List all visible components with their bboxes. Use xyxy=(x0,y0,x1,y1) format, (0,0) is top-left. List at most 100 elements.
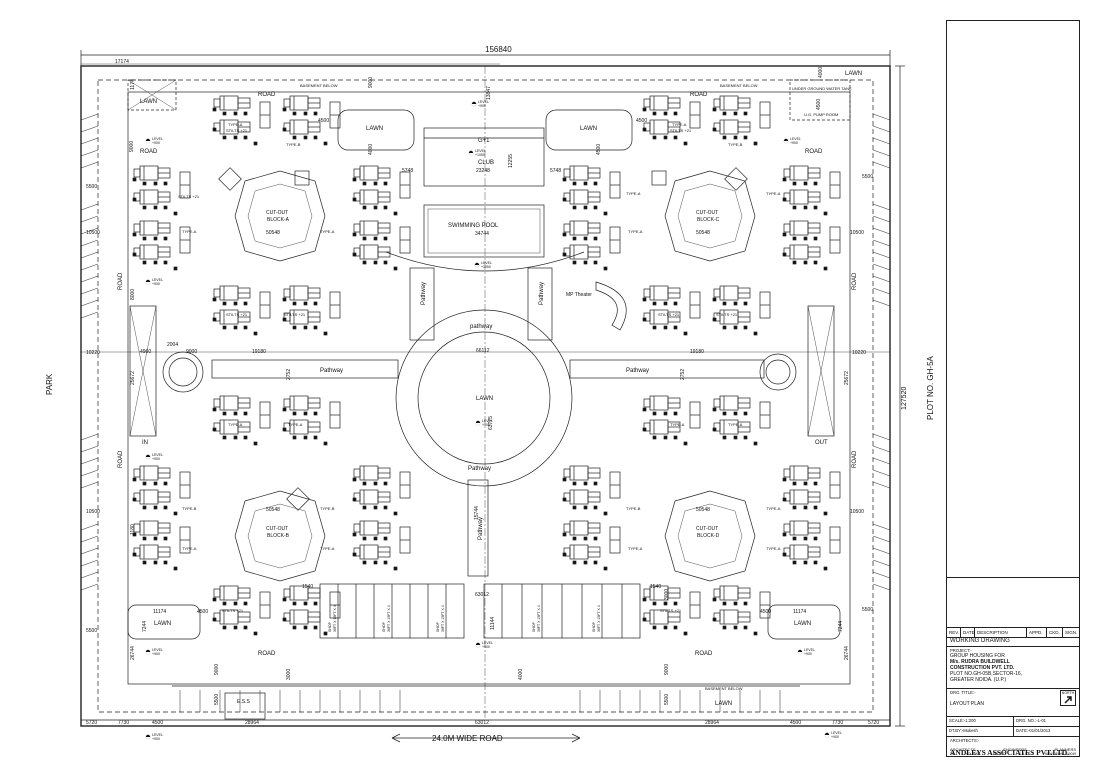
dim-left-top: 17174 xyxy=(115,59,129,65)
svg-text:4000: 4000 xyxy=(818,67,824,78)
ug-pump-label: U.G. PUMP ROOM xyxy=(804,112,838,117)
svg-text:36FT X 15FT X 4: 36FT X 15FT X 4 xyxy=(387,605,391,632)
svg-text:4500: 4500 xyxy=(152,720,163,726)
dim-66112: 66112 xyxy=(476,348,490,354)
role-architects: ARCHITECTS xyxy=(950,747,976,752)
ug-tank-label: UNDER GROUND WATER TANK xyxy=(792,86,852,91)
right-dimension-line xyxy=(895,65,905,727)
block-d-dim: 50548 xyxy=(696,507,710,513)
svg-text:SHOP: SHOP xyxy=(382,621,386,632)
dim-2004: 2004 xyxy=(167,342,178,348)
svg-text:LEVEL: LEVEL xyxy=(475,149,486,153)
svg-text:36FT X 15FT X 4: 36FT X 15FT X 4 xyxy=(441,605,445,632)
mp-theater xyxy=(595,281,627,331)
lawn-bl-label: LAWN xyxy=(154,621,171,627)
cut-out-d: CUT-OUT xyxy=(696,526,718,532)
lawn-top-left xyxy=(127,79,177,111)
block-a-top-left: CUT-OUT BLOCK-A 50548 xyxy=(133,96,410,335)
svg-text:STILTS +21: STILTS +21 xyxy=(226,312,248,317)
appd-col: APPD. xyxy=(1027,628,1047,637)
dim-4500-l: 4500 xyxy=(318,118,329,124)
svg-text:+900: +900 xyxy=(790,141,798,145)
svg-text:5500: 5500 xyxy=(862,174,873,180)
svg-text:TYPE-A: TYPE-A xyxy=(626,191,641,196)
svg-text:26744: 26744 xyxy=(130,646,136,660)
dim-2752-l: 2752 xyxy=(286,369,292,380)
svg-text:36FT X 15FT X 4: 36FT X 15FT X 4 xyxy=(597,605,601,632)
drg-no: DRG. NO.:-L-01 xyxy=(1016,718,1047,723)
parking-right xyxy=(872,113,891,591)
pathway-horizontal-left xyxy=(211,359,399,379)
svg-text:25672: 25672 xyxy=(844,371,850,385)
central-circle-outer xyxy=(395,309,573,487)
lawn-bl-dim2: 4500 xyxy=(197,609,208,615)
project-line-4: PLOT NO.GH-05B,SECTOR-16, xyxy=(950,671,1023,677)
svg-text:+1050: +1050 xyxy=(475,153,485,157)
ess-label: E.S.S xyxy=(237,699,250,705)
dim-4960: 4960 xyxy=(140,349,151,355)
club-dim: 23248 xyxy=(476,168,490,174)
gate-out-label: OUT xyxy=(815,440,828,446)
svg-text:5500: 5500 xyxy=(664,694,670,705)
svg-text:4000: 4000 xyxy=(518,669,524,680)
dim-63775: 63775 xyxy=(488,416,494,430)
svg-text:TYPE-A: TYPE-A xyxy=(228,122,243,127)
block-a-label: BLOCK-A xyxy=(267,217,290,223)
wide-road-arrow xyxy=(391,733,581,743)
svg-text:TYPE-B: TYPE-B xyxy=(182,506,197,511)
svg-text:TYPE-A: TYPE-A xyxy=(228,422,243,427)
dim-5748-r: 5748 xyxy=(550,168,561,174)
svg-text:SHOP: SHOP xyxy=(436,621,440,632)
project-line-2: M/s. RUDRA BUILDWELL xyxy=(950,659,1010,665)
svg-text:4500: 4500 xyxy=(816,99,822,110)
project-section: PROJECT:- GROUP HOUSING FOR M/s. RUDRA B… xyxy=(947,647,1079,689)
lawn-tl-label: LAWN xyxy=(140,99,157,105)
gate-in-label: IN xyxy=(142,440,148,446)
svg-text:4500: 4500 xyxy=(790,720,801,726)
firm-name: ANDLEYS ASSOCIATES PVT.LTD. xyxy=(950,748,1070,757)
svg-text:5500: 5500 xyxy=(214,694,220,705)
svg-text:+900: +900 xyxy=(804,652,812,656)
block-b-label: BLOCK-B xyxy=(267,533,290,539)
north-arrow-icon xyxy=(1064,696,1072,704)
svg-text:3000: 3000 xyxy=(286,669,292,680)
ess xyxy=(224,692,266,720)
dim-1540-r: 1540 xyxy=(650,584,661,590)
svg-text:STILTS +21: STILTS +21 xyxy=(658,312,680,317)
svg-text:9000: 9000 xyxy=(368,77,374,88)
top-vertical-dims: 9000 13847 4000 1174 9000 9000 9000 5500… xyxy=(129,67,824,705)
dim-overall-width: 156840 xyxy=(485,45,512,54)
project-line-5: GREATER NOIDA. (U.P.) xyxy=(950,677,1007,683)
firm-details: ARCHITECTS ENGINEERS PLANNERS 39 HOUSING… xyxy=(946,747,1080,757)
block-d-bottom-right: CUT-OUT BLOCK-D 50548 xyxy=(563,396,840,635)
lawn-br-dim2: 4500 xyxy=(760,609,771,615)
pathway-horizontal-right-label: Pathway xyxy=(626,368,649,374)
svg-text:STILTS +21: STILTS +21 xyxy=(178,194,200,199)
svg-text:10500: 10500 xyxy=(86,509,100,515)
left-dim-vertical: 26744 25672 26744 25672 8000 1180 xyxy=(130,289,850,660)
gate-in xyxy=(129,305,157,437)
block-d-label: BLOCK-D xyxy=(697,533,720,539)
svg-text:+900: +900 xyxy=(152,457,160,461)
basement-below-top: BASEMENT BELOW xyxy=(300,83,338,88)
plot-no-label: PLOT NO. GH-5A xyxy=(926,355,935,420)
title-block: REV. DATE DESCRIPTION APPD. CKD. SIGN. W… xyxy=(946,20,1080,757)
svg-text:9000: 9000 xyxy=(129,141,135,152)
rev-col: REV. xyxy=(949,628,961,637)
pathway-vertical-right-label: Pathway xyxy=(539,282,545,305)
svg-text:TYPE-A: TYPE-A xyxy=(766,191,781,196)
svg-text:STILTS +21: STILTS +21 xyxy=(670,128,692,133)
svg-text:5500: 5500 xyxy=(86,628,97,634)
svg-text:TYPE-B: TYPE-B xyxy=(286,142,301,147)
svg-text:TYPE-A: TYPE-A xyxy=(320,546,335,551)
svg-text:TYPE-A: TYPE-A xyxy=(320,229,335,234)
ug-tank xyxy=(789,79,851,121)
dim-2752-r: 2752 xyxy=(680,369,686,380)
g1-label: G+1 xyxy=(478,138,490,144)
pathway-vertical-bottom xyxy=(467,479,489,577)
lawn-bl-dim3: 7244 xyxy=(142,621,148,632)
svg-text:STILTS +21: STILTS +21 xyxy=(222,608,244,613)
shop-dim-v: 11144 xyxy=(490,617,496,630)
top-dimension-line xyxy=(80,50,891,66)
svg-text:LEVEL: LEVEL xyxy=(804,648,815,652)
